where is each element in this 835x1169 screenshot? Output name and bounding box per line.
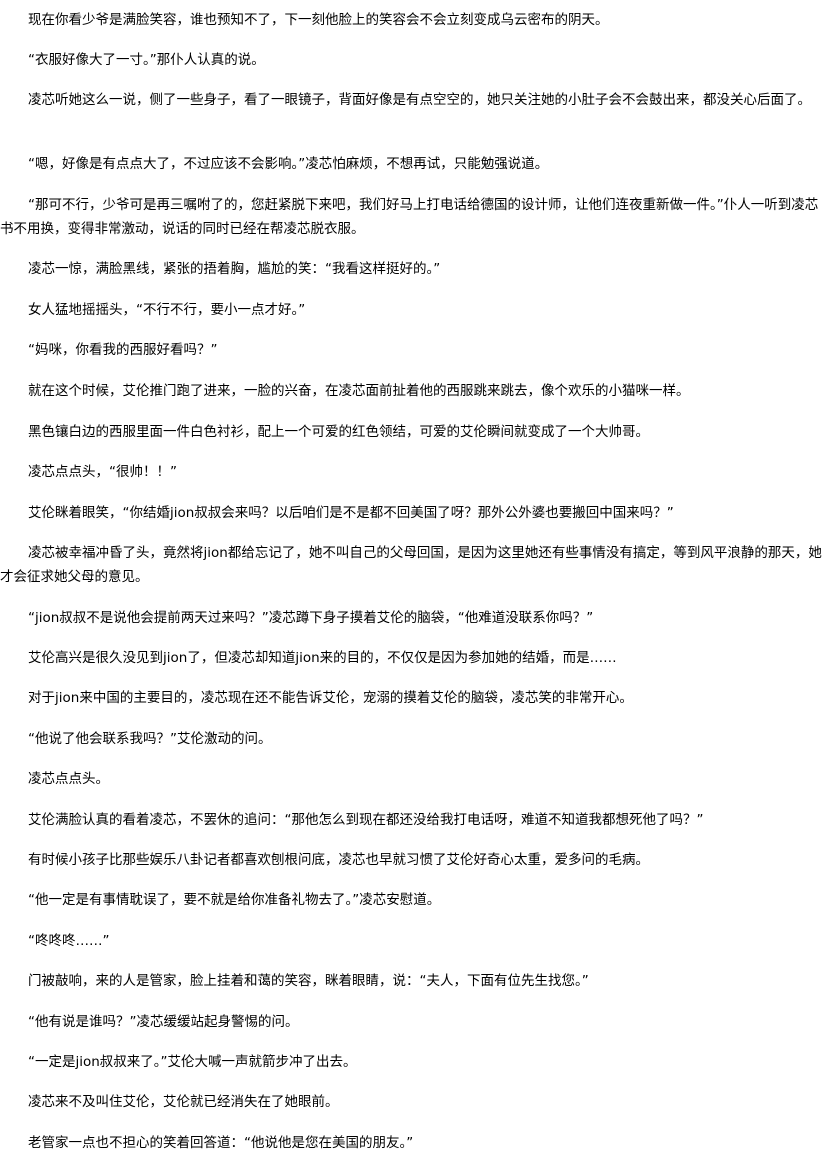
paragraph-1: 现在你看少爷是满脸笑容，谁也预知不了，下一刻他脸上的笑容会不会立刻变成乌云密布的… bbox=[28, 12, 609, 28]
paragraph-2: “衣服好像大了一寸。”那仆人认真的说。 bbox=[28, 52, 265, 68]
paragraph-18: 凌芯点点头。 bbox=[28, 771, 109, 787]
paragraph-5: “那可不行，少爷可是再三嘱咐了的，您赶紧脱下来吧，我们好马上打电话给德国的设计师… bbox=[0, 197, 819, 237]
paragraph-11: 凌芯点点头，“很帅！！” bbox=[28, 464, 177, 480]
paragraph-6: 凌芯一惊，满脸黑线，紧张的捂着胸，尴尬的笑：“我看这样挺好的。” bbox=[28, 261, 441, 277]
paragraph-25: “一定是jion叔叔来了。”艾伦大喊一声就箭步冲了出去。 bbox=[28, 1054, 357, 1070]
paragraph-16: 对于jion来中国的主要目的，凌芯现在还不能告诉艾伦，宠溺的摸着艾伦的脑袋，凌芯… bbox=[28, 690, 633, 706]
paragraph-7: 女人猛地摇摇头，“不行不行，要小一点才好。” bbox=[28, 302, 306, 318]
paragraph-9: 就在这个时候，艾伦推门跑了进来，一脸的兴奋，在凌芯面前扯着他的西服跳来跳去，像个… bbox=[28, 383, 690, 399]
paragraph-10: 黑色镶白边的西服里面一件白色衬衫，配上一个可爱的红色领结，可爱的艾伦瞬间就变成了… bbox=[28, 424, 649, 440]
paragraph-21: “他一定是有事情耽误了，要不就是给你准备礼物去了。”凌芯安慰道。 bbox=[28, 892, 441, 908]
paragraph-20: 有时候小孩子比那些娱乐八卦记者都喜欢刨根问底，凌芯也早就习惯了艾伦好奇心太重，爱… bbox=[28, 852, 649, 868]
paragraph-26: 凌芯来不及叫住艾伦，艾伦就已经消失在了她眼前。 bbox=[28, 1094, 339, 1110]
paragraph-22: “咚咚咚……” bbox=[28, 933, 110, 949]
paragraph-15: 艾伦高兴是很久没见到jion了，但凌芯却知道jion来的目的，不仅仅是因为参加她… bbox=[28, 650, 617, 666]
paragraph-24: “他有说是谁吗？”凌芯缓缓站起身警惕的问。 bbox=[28, 1014, 299, 1030]
paragraph-3: 凌芯听她这么一说，侧了一些身子，看了一眼镜子，背面好像是有点空空的，她只关注她的… bbox=[28, 92, 811, 108]
paragraph-23: 门被敲响，来的人是管家，脸上挂着和蔼的笑容，眯着眼睛，说：“夫人，下面有位先生找… bbox=[28, 973, 589, 989]
paragraph-13: 凌芯被幸福冲昏了头，竟然将jion都给忘记了，她不叫自己的父母回国，是因为这里她… bbox=[0, 545, 822, 585]
paragraph-8: “妈咪，你看我的西服好看吗？” bbox=[28, 342, 218, 358]
paragraph-14: “jion叔叔不是说他会提前两天过来吗？”凌芯蹲下身子摸着艾伦的脑袋，“他难道没… bbox=[28, 610, 594, 626]
paragraph-27: 老管家一点也不担心的笑着回答道：“他说他是您在美国的朋友。” bbox=[28, 1135, 414, 1151]
paragraph-19: 艾伦满脸认真的看着凌芯，不罢休的追问：“那他怎么到现在都还没给我打电话呀，难道不… bbox=[28, 812, 704, 828]
paragraph-17: “他说了他会联系我吗？”艾伦激动的问。 bbox=[28, 731, 272, 747]
paragraph-12: 艾伦眯着眼笑，“你结婚jion叔叔会来吗？以后咱们是不是都不回美国了呀？那外公外… bbox=[28, 505, 674, 521]
paragraph-4: “嗯，好像是有点点大了，不过应该不会影响。”凌芯怕麻烦，不想再试，只能勉强说道。 bbox=[28, 156, 549, 172]
